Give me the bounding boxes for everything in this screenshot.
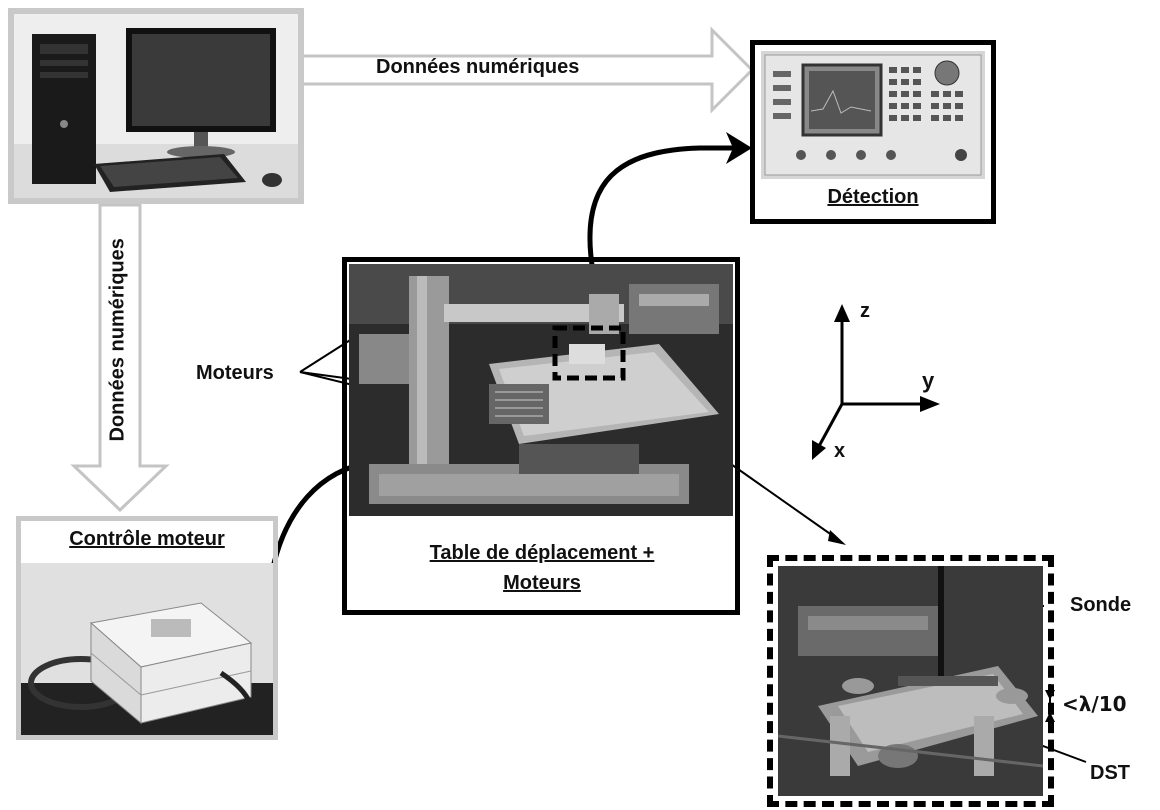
detection-frame: [750, 40, 996, 224]
computer-photo: [14, 14, 298, 198]
distance-label: <λ/10: [1062, 692, 1127, 716]
axis-y-label: y: [922, 368, 935, 393]
axis-x-label: x: [834, 440, 846, 462]
data-arrow-vertical: [70, 203, 170, 513]
closeup-frame: [767, 555, 1054, 807]
bench-to-closeup-arrowhead: [828, 530, 846, 545]
bench-to-detection-arrow: [587, 145, 735, 266]
bench-frame: [342, 257, 740, 615]
motors-label: Moteurs: [196, 362, 274, 384]
bench-label-line1: Table de déplacement +: [429, 542, 655, 564]
analyzer-photo: [761, 51, 985, 179]
bench-to-detection-arrowhead: [726, 132, 752, 164]
detection-label: Détection: [827, 186, 919, 208]
bench-photo: [349, 264, 733, 516]
digital-data-top-label: Données numériques: [376, 56, 580, 78]
dut-label: DST: [1090, 762, 1130, 784]
bench-label-line2: Moteurs: [503, 572, 581, 594]
axis-z-label: z: [860, 300, 870, 322]
probe-label: Sonde: [1070, 594, 1132, 616]
axis-glyph: [812, 304, 940, 460]
motor-control-label: Contrôle moteur: [69, 528, 225, 550]
bench-to-closeup-arrow: [727, 461, 837, 539]
data-arrow-horizontal: [298, 26, 755, 114]
computer-frame: [8, 8, 304, 204]
digital-data-left-label: Données numériques: [106, 238, 129, 442]
closeup-photo: [778, 566, 1043, 796]
controller-photo: [21, 563, 273, 735]
motor-control-frame: [16, 516, 278, 740]
